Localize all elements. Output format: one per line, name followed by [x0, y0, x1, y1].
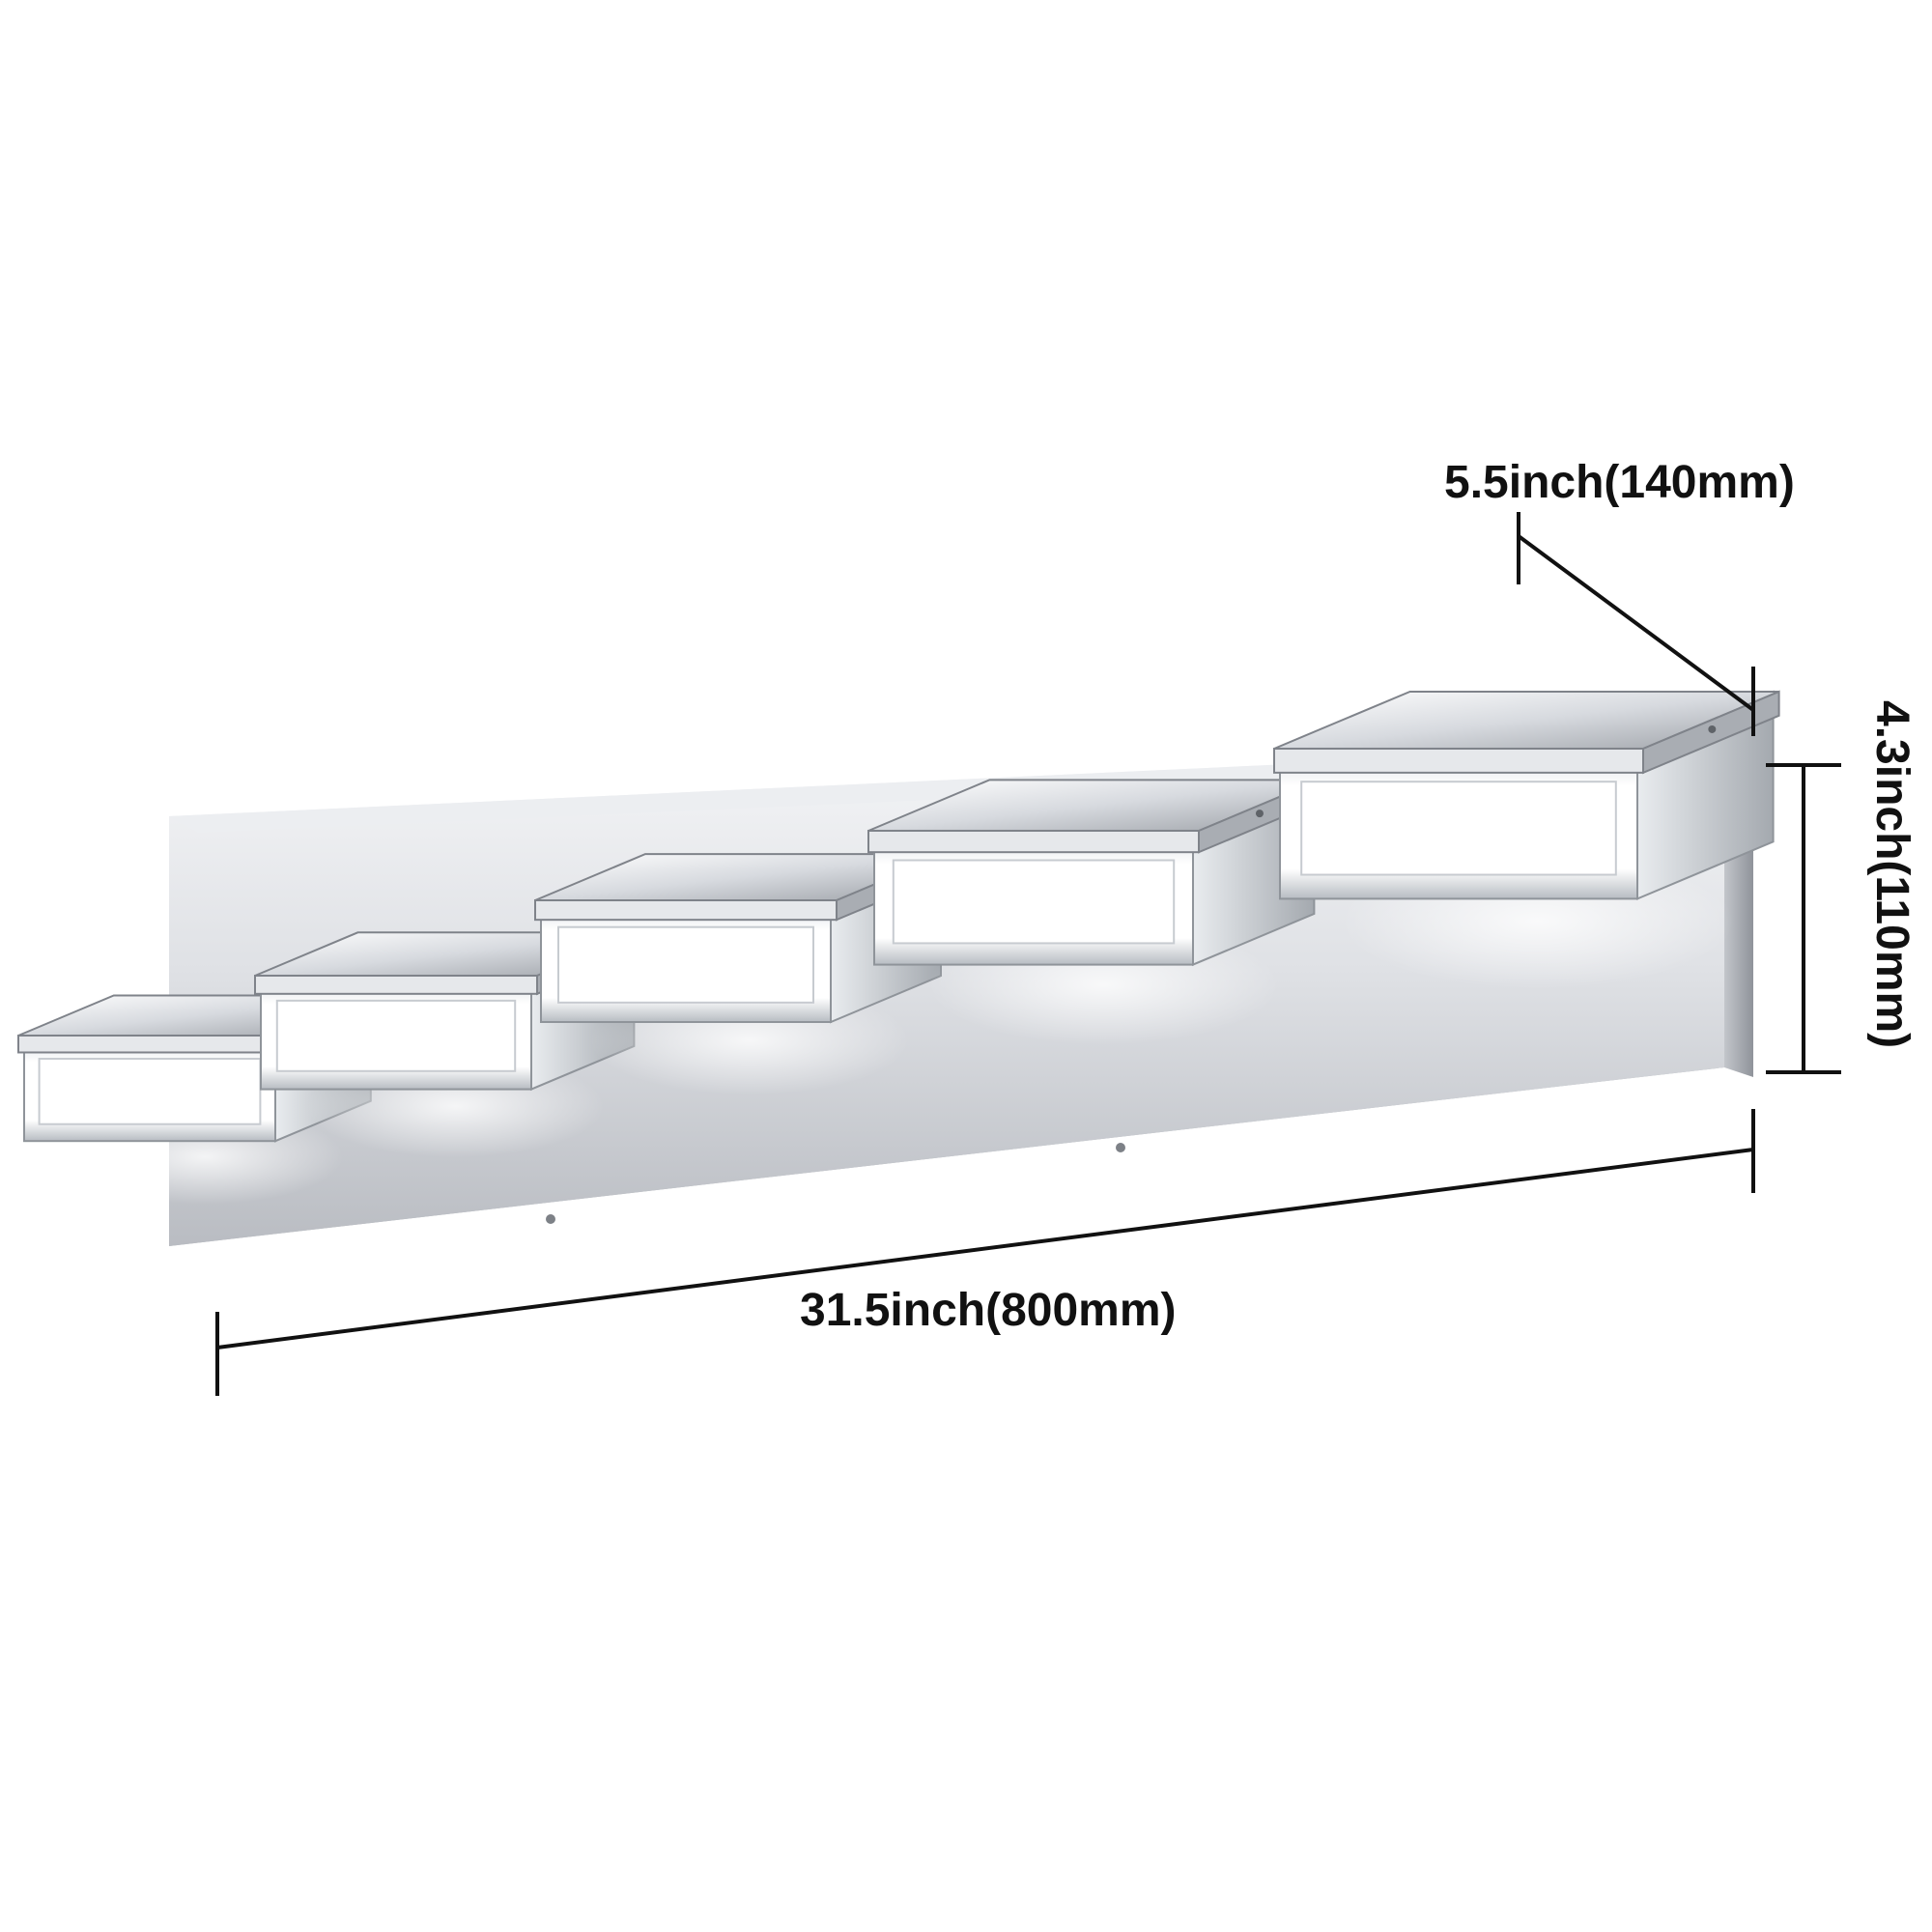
- height-dimension: 4.3inch(110mm): [1766, 700, 1918, 1074]
- light-shades: [17, 690, 1780, 1205]
- led-panel: [1300, 781, 1617, 876]
- chrome-cap-band: [17, 1035, 282, 1054]
- mount-screw: [546, 1214, 555, 1224]
- led-panel: [275, 999, 517, 1072]
- led-panel: [38, 1058, 262, 1125]
- chrome-cap-band: [1273, 748, 1644, 774]
- chrome-cap-band: [534, 899, 838, 922]
- cap-screw: [1255, 810, 1264, 818]
- width-dimension: 31.5inch(800mm): [215, 1109, 1755, 1396]
- light-shade: [534, 852, 948, 1095]
- depth-label: 5.5inch(140mm): [1444, 457, 1795, 508]
- cap-screw: [1708, 724, 1717, 733]
- mount-screw: [1116, 1143, 1125, 1152]
- depth-dimension: 5.5inch(140mm): [1444, 457, 1795, 736]
- light-shade: [1273, 690, 1780, 989]
- chrome-cap-band: [867, 830, 1200, 854]
- width-dimension-line: [216, 1148, 1754, 1350]
- width-label: 31.5inch(800mm): [800, 1285, 1177, 1336]
- chrome-cap-band: [254, 975, 538, 995]
- led-panel: [557, 925, 814, 1004]
- led-panel: [892, 859, 1176, 945]
- depth-dimension-line: [1517, 534, 1755, 712]
- height-label: 4.3inch(110mm): [1866, 700, 1918, 1048]
